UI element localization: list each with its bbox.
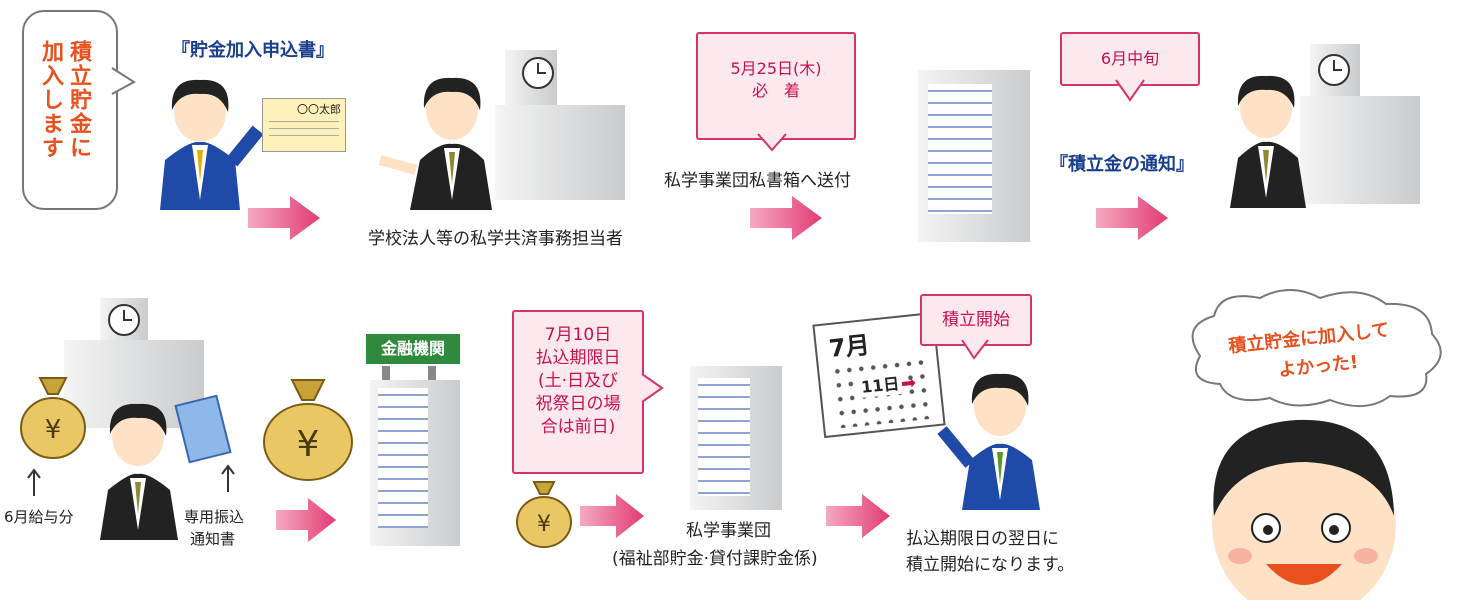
svg-text:¥: ¥ xyxy=(537,512,551,537)
payer-person-icon xyxy=(100,403,178,540)
application-form-paper: 〇〇太郎 xyxy=(262,98,346,152)
enrolled-person-icon xyxy=(937,373,1040,510)
deadline-box-tail xyxy=(757,133,787,152)
applicant-person-icon xyxy=(160,79,264,210)
deadline-box-may25: 5月25日(木) 必 着 xyxy=(696,32,856,140)
staff-person-2-icon xyxy=(1230,75,1306,208)
happy-face-icon xyxy=(1212,419,1396,600)
start-badge: 積立開始 xyxy=(920,294,1032,346)
join-speech-bubble xyxy=(22,10,118,210)
staff-person-icon xyxy=(378,77,492,210)
start-badge-tail xyxy=(961,339,989,360)
deadline2-line2: 払込期限日 xyxy=(535,348,621,368)
flow-arrow-1 xyxy=(248,196,320,240)
deadline-date: 5月25日(木) xyxy=(730,59,822,78)
flow-arrow-6 xyxy=(826,494,890,538)
deadline2-box-tail xyxy=(641,373,664,403)
join-bubble-text-1: 積立貯金に xyxy=(66,40,91,160)
mid-june-box: 6月中旬 xyxy=(1060,32,1200,86)
deadline2-line4: 祝祭日の場 xyxy=(535,394,621,414)
form-name: 〇〇太郎 xyxy=(297,103,341,116)
flow-arrow-2 xyxy=(750,196,822,240)
deadline2-line3: (土·日及び xyxy=(537,371,619,391)
salary-label: 6月給与分 xyxy=(4,508,74,526)
mid-june-box-tail xyxy=(1115,79,1145,102)
bank-windows xyxy=(378,388,428,528)
up-arrow-right xyxy=(221,464,235,492)
flow-arrow-3 xyxy=(1096,196,1168,240)
bank-label: 金融機関 xyxy=(380,339,445,358)
calendar-day: 11日 xyxy=(857,369,903,399)
org-building-windows xyxy=(698,378,750,496)
calendar-day-arrow: ➡ xyxy=(899,372,918,395)
start-line2: 積立開始になります。 xyxy=(906,555,1075,575)
money-bag-large-icon: ¥ xyxy=(263,379,353,481)
join-bubble-tail xyxy=(111,67,136,95)
deadline2-line1: 7月10日 xyxy=(544,325,612,345)
join-bubble-text-2: 加入します xyxy=(38,40,63,160)
transfer-notice-line2: 通知書 xyxy=(190,530,236,548)
money-bag-small-icon: ¥ xyxy=(516,481,572,548)
start-badge-label: 積立開始 xyxy=(942,310,1010,330)
money-bag-icon: ¥ xyxy=(20,377,86,459)
flow-arrow-4 xyxy=(276,498,336,542)
up-arrow-left xyxy=(27,468,41,496)
school-staff-label: 学校法人等の私学共済事務担当者 xyxy=(368,229,623,249)
deadline-box-july10: 7月10日 払込期限日 (土·日及び 祝祭日の場 合は前日) xyxy=(512,310,644,474)
deadline-note: 必 着 xyxy=(751,81,800,100)
svg-text:¥: ¥ xyxy=(297,424,320,465)
clock-2-icon xyxy=(1318,54,1350,86)
transfer-form-icon xyxy=(174,394,232,464)
clock-icon xyxy=(522,57,554,89)
start-line1: 払込期限日の翌日に xyxy=(906,529,1059,549)
application-form-title: 『貯金加入申込書』 xyxy=(172,40,334,61)
happy-thought-cloud xyxy=(1191,289,1442,408)
building-windows xyxy=(928,84,992,214)
svg-text:¥: ¥ xyxy=(45,415,62,445)
transfer-notice-line1: 専用振込 xyxy=(184,508,245,526)
flow-arrow-5 xyxy=(580,494,644,538)
clock-3-icon xyxy=(108,304,140,336)
mid-june-label: 6月中旬 xyxy=(1100,49,1160,68)
org-label-line1: 私学事業団 xyxy=(686,521,771,541)
deadline2-line5: 合は前日) xyxy=(540,417,616,437)
school-building-icon xyxy=(495,50,625,200)
notice-label: 『積立金の通知』 xyxy=(1050,154,1194,175)
bank-label-box: 金融機関 xyxy=(366,334,460,364)
send-to-label: 私学事業団私書箱へ送付 xyxy=(664,171,851,191)
org-label-line2: (福祉部貯金·貸付課貯金係) xyxy=(612,549,818,569)
